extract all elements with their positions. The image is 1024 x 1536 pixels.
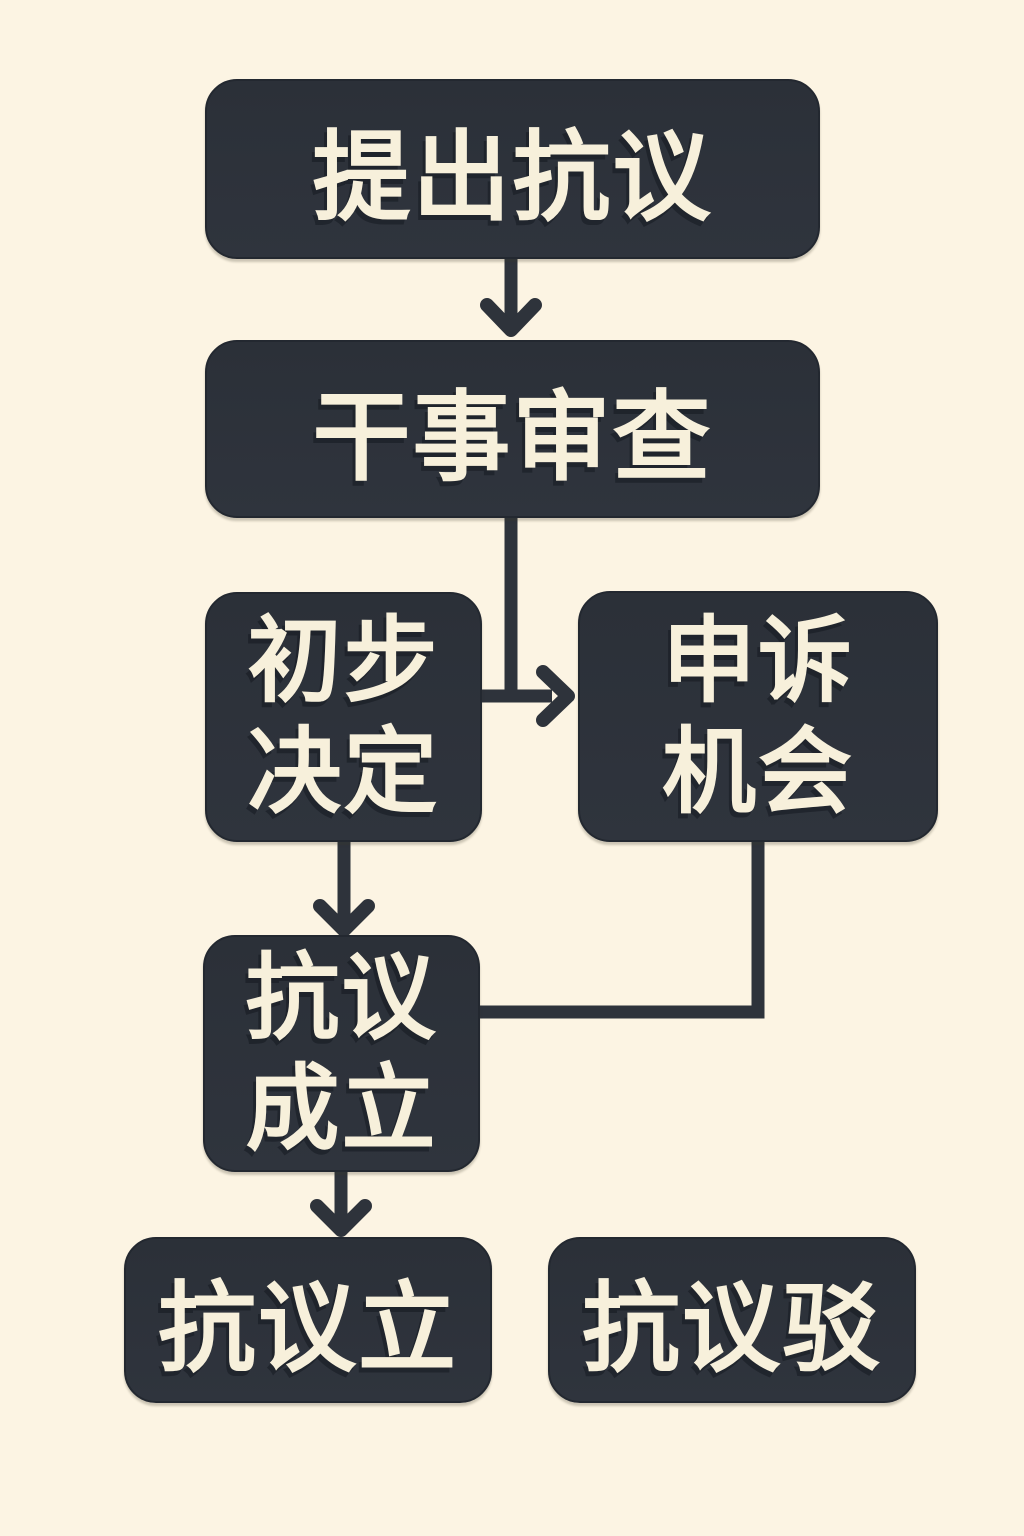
arrowhead-right-icon xyxy=(536,665,575,727)
arrowhead-down-icon xyxy=(313,899,375,937)
edge-appeal-to-upheld-elbow xyxy=(478,840,765,1019)
node-appeal-opportunity: 申诉 机会 xyxy=(578,591,938,842)
node-protest-rejected: 抗议驳 xyxy=(548,1237,916,1403)
node-submit-protest: 提出抗议 xyxy=(205,79,820,259)
node-protest-upheld: 抗议 成立 xyxy=(203,935,480,1172)
node-protest-established: 抗议立 xyxy=(124,1237,492,1403)
arrowheads xyxy=(310,298,575,1237)
node-preliminary-decision: 初步 决定 xyxy=(205,592,482,842)
connector-lines xyxy=(334,257,765,1222)
node-officer-review: 干事审查 xyxy=(205,340,820,518)
arrowhead-down-icon xyxy=(480,298,542,337)
arrowhead-down-icon xyxy=(310,1199,372,1237)
